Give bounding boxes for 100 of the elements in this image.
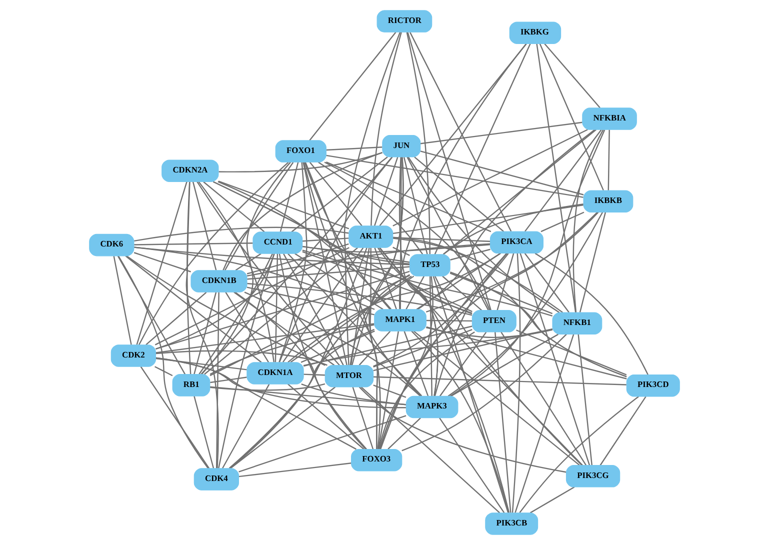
connector (439, 332, 487, 396)
connector (294, 253, 384, 310)
connector (156, 270, 410, 350)
connector (194, 396, 214, 468)
connector (368, 157, 404, 450)
node-box: CDK6 (89, 234, 134, 256)
connector (134, 246, 410, 266)
connector (370, 248, 378, 450)
connector (373, 253, 509, 367)
connector (572, 129, 604, 312)
connector (291, 156, 388, 232)
connector (204, 247, 358, 375)
connector (524, 252, 570, 313)
connector (247, 266, 410, 280)
node-box: NFKBIA (582, 108, 637, 130)
node-box: MTOR (324, 365, 374, 388)
connector (156, 350, 328, 366)
connector (203, 181, 265, 232)
connector (399, 43, 527, 310)
connector (302, 162, 348, 366)
connector (309, 32, 396, 141)
connector (450, 130, 606, 397)
node-box: NFKB1 (552, 312, 602, 335)
connector (496, 253, 514, 310)
connector (156, 357, 356, 450)
connector (218, 152, 382, 172)
connector (373, 328, 553, 372)
connector (408, 156, 560, 313)
connector (309, 162, 362, 226)
connector (238, 415, 406, 472)
connector (432, 276, 509, 513)
node-box: PIK3CD (626, 374, 680, 397)
connector (519, 396, 639, 514)
connector (140, 366, 210, 469)
connector (450, 248, 490, 260)
connector (134, 252, 191, 272)
connector (380, 276, 434, 450)
node-box: TP53 (409, 254, 450, 276)
connector (520, 253, 590, 466)
connector (534, 252, 648, 375)
connector (392, 238, 564, 313)
connector (125, 255, 262, 363)
connector (434, 43, 531, 255)
connector (288, 252, 501, 363)
connector (280, 162, 299, 232)
connector (304, 162, 381, 450)
connector (540, 212, 584, 232)
node-box: RICTOR (376, 10, 432, 32)
connector (278, 156, 393, 362)
connector (224, 162, 294, 271)
connector (442, 204, 584, 255)
connector (194, 292, 217, 374)
connector (156, 358, 247, 370)
connector (156, 323, 374, 354)
connector (578, 334, 592, 466)
connector (230, 386, 336, 469)
connector (196, 181, 340, 366)
connector (434, 252, 508, 396)
connector (126, 255, 326, 366)
connector (392, 236, 627, 378)
connector (392, 237, 490, 242)
connector (303, 326, 472, 367)
connector (288, 253, 422, 396)
connector (439, 418, 505, 514)
connector (426, 326, 553, 338)
connector (374, 156, 398, 226)
node-box: AKT1 (348, 226, 394, 248)
connector (326, 146, 382, 151)
connector (379, 212, 598, 450)
connector (290, 276, 414, 363)
connector (304, 374, 326, 376)
connector (302, 250, 553, 316)
connector (278, 162, 308, 363)
connector (244, 292, 421, 397)
connector (344, 32, 401, 366)
connector (234, 292, 367, 450)
node-box: FOXO3 (351, 448, 402, 472)
connector (378, 332, 475, 450)
connector (450, 334, 558, 397)
connector (416, 252, 501, 310)
connector (450, 271, 627, 378)
connector (406, 276, 425, 310)
node-box: CDKN1B (190, 270, 248, 292)
connector (326, 161, 492, 232)
connector (388, 418, 421, 450)
connector (579, 212, 606, 312)
connector (514, 334, 574, 513)
connector (230, 247, 368, 469)
connector (378, 331, 399, 450)
connector (216, 292, 220, 468)
connector (212, 181, 472, 312)
connector (201, 162, 291, 375)
connector (118, 256, 209, 469)
connector (154, 366, 173, 376)
connector (146, 292, 207, 346)
connector (516, 330, 627, 376)
connector (392, 246, 410, 256)
connector (351, 157, 404, 366)
connector (287, 384, 364, 450)
connector (246, 243, 349, 274)
